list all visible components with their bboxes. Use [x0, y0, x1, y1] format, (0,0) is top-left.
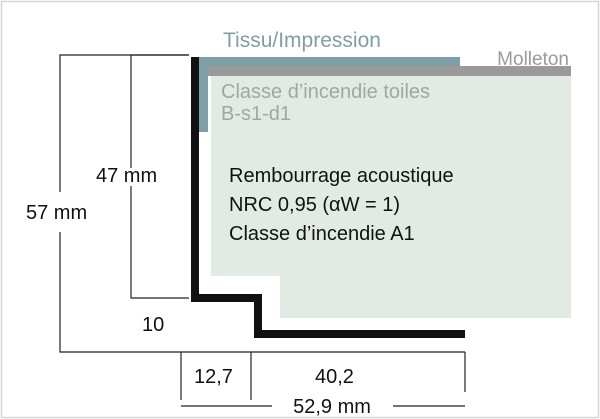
label-acoustic-padding: Rembourrage acoustique [229, 165, 454, 187]
acoustic-fill [211, 70, 571, 318]
aluminium-profile [191, 57, 465, 338]
label-fire-class-fabric-2: B-s1-d1 [221, 103, 291, 125]
label-tissu: Tissu/Impression [223, 29, 381, 52]
dimension-lines [59, 54, 466, 407]
dim-label-40-2: 40,2 [315, 366, 354, 388]
dim-57-lower [59, 232, 465, 353]
dim-57-upper [59, 54, 189, 192]
fabric-layer-side [199, 57, 208, 132]
label-fire-class-a1: Classe d’incendie A1 [229, 223, 415, 245]
dim-label-10: 10 [142, 314, 164, 336]
fabric-layer-top [199, 57, 460, 66]
label-nrc: NRC 0,95 (αW = 1) [229, 194, 400, 216]
dim-label-57: 57 mm [26, 202, 87, 224]
label-fire-class-fabric-1: Classe d’incendie toiles [221, 81, 430, 103]
dim-label-52-9: 52,9 mm [293, 396, 371, 418]
label-molleton: Molleton [497, 49, 569, 70]
dim-47-lower [130, 186, 189, 299]
molleton-layer [207, 66, 571, 76]
dim-label-12-7: 12,7 [194, 366, 233, 388]
dim-label-47: 47 mm [96, 165, 157, 187]
dim-47-upper [130, 54, 189, 168]
